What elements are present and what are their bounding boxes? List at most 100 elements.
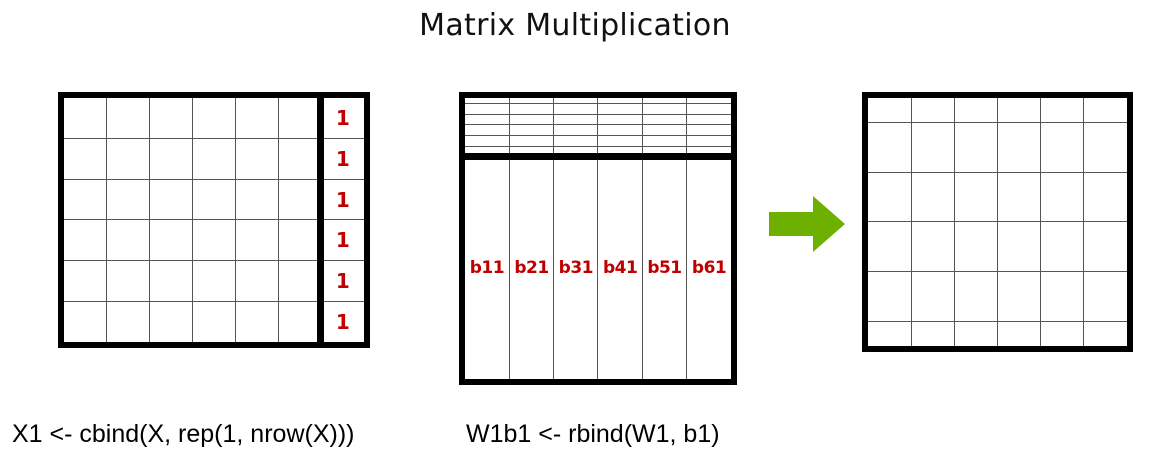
matrix-cell-ones: 1 bbox=[320, 301, 364, 342]
matrix-cell bbox=[996, 171, 1042, 223]
matrix-cell bbox=[64, 260, 108, 303]
matrix-w1b1-row-separator bbox=[465, 153, 731, 161]
matrix-cell-bias: b61 bbox=[686, 156, 731, 379]
matrix-cell bbox=[149, 98, 194, 139]
matrix-cell bbox=[277, 219, 322, 262]
matrix-cell bbox=[1040, 171, 1085, 223]
matrix-cell bbox=[1083, 271, 1127, 322]
matrix-cell bbox=[1040, 271, 1085, 322]
matrix-cell bbox=[1083, 320, 1127, 346]
matrix-x1-column-separator bbox=[317, 98, 325, 342]
matrix-cell bbox=[953, 221, 998, 273]
matrix-cell bbox=[1083, 221, 1127, 273]
matrix-cell bbox=[597, 124, 643, 137]
matrix-cell bbox=[234, 98, 279, 139]
matrix-cell bbox=[868, 221, 912, 273]
matrix-cell bbox=[953, 122, 998, 173]
matrix-cell bbox=[277, 301, 322, 342]
matrix-cell-bias: b31 bbox=[553, 156, 599, 379]
matrix-cell bbox=[597, 102, 643, 115]
matrix-cell-bias: b51 bbox=[641, 156, 688, 379]
arrow-right-glyph bbox=[769, 196, 845, 252]
matrix-cell bbox=[192, 301, 236, 342]
matrix-cell bbox=[277, 178, 322, 221]
matrix-cell bbox=[953, 98, 998, 124]
arrow-right-icon bbox=[769, 196, 845, 252]
matrix-cell bbox=[149, 137, 194, 180]
matrix-cell bbox=[106, 137, 151, 180]
caption-w1b1: W1b1 <- rbind(W1, b1) bbox=[466, 420, 720, 448]
matrix-cell bbox=[1083, 98, 1127, 124]
matrix-cell bbox=[686, 113, 731, 126]
matrix-cell bbox=[910, 320, 955, 346]
matrix-cell bbox=[234, 178, 279, 221]
matrix-row: 1 bbox=[64, 178, 364, 221]
matrix-cell bbox=[64, 137, 108, 180]
caption-x1: X1 <- cbind(X, rep(1, nrow(X))) bbox=[12, 420, 355, 448]
matrix-cell-ones: 1 bbox=[320, 219, 364, 262]
matrix-cell bbox=[277, 137, 322, 180]
matrix-row: 1 bbox=[64, 301, 364, 342]
matrix-cell bbox=[686, 98, 731, 104]
matrix-cell bbox=[465, 124, 510, 137]
matrix-cell bbox=[106, 178, 151, 221]
matrix-row: 1 bbox=[64, 98, 364, 139]
matrix-row bbox=[868, 271, 1127, 322]
matrix-row: 1 bbox=[64, 137, 364, 180]
matrix-cell bbox=[868, 171, 912, 223]
matrix-cell bbox=[686, 124, 731, 137]
matrix-cell bbox=[996, 122, 1042, 173]
matrix-cell bbox=[106, 219, 151, 262]
matrix-cell bbox=[64, 98, 108, 139]
matrix-cell bbox=[192, 137, 236, 180]
matrix-cell bbox=[868, 320, 912, 346]
matrix-cell bbox=[508, 135, 555, 148]
matrix-cell bbox=[996, 271, 1042, 322]
matrix-cell bbox=[953, 171, 998, 223]
matrix-result-grid bbox=[868, 98, 1127, 346]
matrix-cell bbox=[234, 219, 279, 262]
matrix-cell bbox=[234, 301, 279, 342]
matrix-cell bbox=[910, 271, 955, 322]
matrix-cell bbox=[953, 271, 998, 322]
matrix-cell-ones: 1 bbox=[320, 137, 364, 180]
matrix-cell bbox=[868, 122, 912, 173]
matrix-row bbox=[868, 98, 1127, 124]
matrix-row bbox=[465, 135, 731, 148]
matrix-cell bbox=[641, 113, 688, 126]
matrix-cell bbox=[553, 102, 599, 115]
matrix-result bbox=[862, 92, 1133, 352]
matrix-cell bbox=[192, 219, 236, 262]
matrix-cell-ones: 1 bbox=[320, 178, 364, 221]
matrix-cell bbox=[910, 171, 955, 223]
matrix-cell bbox=[553, 135, 599, 148]
matrix-cell bbox=[277, 260, 322, 303]
matrix-cell bbox=[868, 98, 912, 124]
matrix-cell bbox=[996, 221, 1042, 273]
matrix-cell-ones: 1 bbox=[320, 98, 364, 139]
matrix-cell bbox=[277, 98, 322, 139]
matrix-cell bbox=[686, 135, 731, 148]
matrix-cell bbox=[597, 113, 643, 126]
matrix-cell bbox=[234, 137, 279, 180]
matrix-cell bbox=[641, 135, 688, 148]
matrix-cell bbox=[192, 178, 236, 221]
matrix-cell bbox=[106, 301, 151, 342]
matrix-row bbox=[465, 98, 731, 104]
matrix-cell bbox=[192, 98, 236, 139]
matrix-cell bbox=[1040, 98, 1085, 124]
matrix-cell bbox=[508, 113, 555, 126]
figure-title: Matrix Multiplication bbox=[419, 8, 731, 43]
matrix-cell bbox=[508, 124, 555, 137]
matrix-cell bbox=[597, 135, 643, 148]
matrix-cell bbox=[64, 301, 108, 342]
matrix-cell bbox=[465, 135, 510, 148]
matrix-cell bbox=[106, 98, 151, 139]
matrix-cell bbox=[1083, 171, 1127, 223]
matrix-cell bbox=[953, 320, 998, 346]
matrix-cell bbox=[192, 260, 236, 303]
matrix-cell bbox=[1040, 320, 1085, 346]
